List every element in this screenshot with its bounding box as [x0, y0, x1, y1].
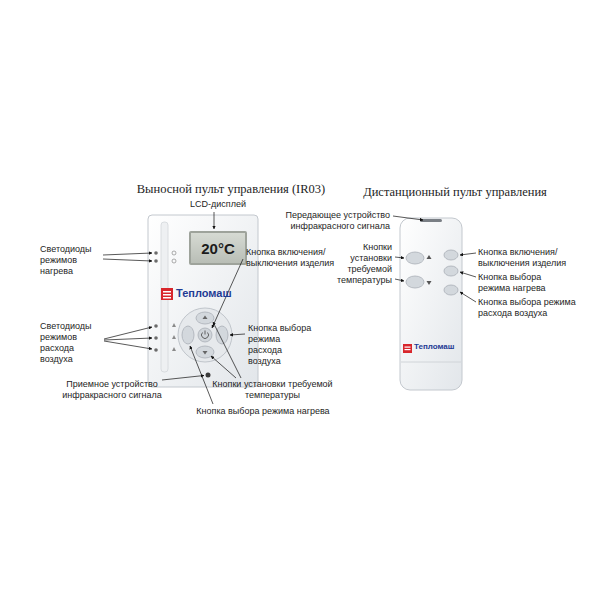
leader-line	[103, 259, 152, 261]
fan-icon	[172, 347, 176, 351]
callout-label: Приемное устройство инфракрасного сигнал…	[62, 379, 162, 401]
leader-line	[103, 253, 152, 255]
callout-label: Кнопка выбора режима расхода воздуха	[248, 323, 312, 367]
leader-line	[104, 327, 152, 339]
housing	[148, 215, 258, 387]
logo-stripe	[163, 294, 171, 296]
led-dot	[154, 348, 158, 352]
leader-line	[395, 257, 404, 258]
lcd-frame	[189, 231, 247, 265]
logo-stripe	[163, 291, 171, 293]
callout-label: Светодиоды режимов нагрева	[40, 244, 102, 277]
leader-line	[230, 334, 245, 335]
up-button	[196, 312, 214, 324]
logo-stripe	[405, 347, 411, 348]
logo-stripe	[405, 349, 411, 350]
leader-line	[211, 356, 236, 378]
housing	[400, 218, 462, 390]
led-dot	[154, 324, 158, 328]
leader-line	[213, 322, 241, 378]
led-dot	[154, 259, 158, 263]
brand-logo: Тепломаш	[414, 343, 454, 352]
temp-up-button	[406, 252, 424, 264]
arrow-up-icon	[427, 255, 432, 259]
logo-square	[403, 344, 412, 353]
remote-body	[400, 218, 462, 390]
leader-line	[104, 338, 152, 340]
lcd-screen	[191, 233, 245, 263]
callout-label: Кнопки установки требуемой температуры	[210, 379, 335, 401]
callout-label: Кнопка выбора режима нагрева	[178, 406, 348, 417]
brand-logo: Тепломаш	[176, 287, 232, 299]
callout-label: Передающее устройство инфракрасного сигн…	[262, 210, 390, 232]
power-symbol	[205, 331, 206, 335]
logo-icon	[403, 344, 412, 353]
remote-control: Дистанционный пульт управленияТепломаш	[400, 218, 462, 390]
leader-line	[190, 346, 213, 404]
wall-controller-body	[148, 215, 258, 387]
callout-label: LCD-дисплей	[190, 199, 254, 210]
callout-label: Кнопка выбора режима расхода воздуха	[478, 297, 576, 319]
lcd-reading: 20°C	[201, 241, 235, 256]
sun-icon	[172, 251, 176, 255]
callout-label: Кнопка выбора режима нагрева	[478, 272, 570, 294]
ir-transmitter	[420, 219, 442, 222]
leader-line	[162, 376, 204, 381]
heat-button	[182, 326, 194, 344]
leader-line	[214, 212, 215, 229]
device-heading: Выносной пульт управления (IR03)	[96, 182, 366, 197]
air-button	[216, 326, 228, 344]
leader-line	[460, 272, 476, 277]
sun-icon	[172, 259, 176, 263]
arrow-down-icon	[203, 351, 208, 355]
leader-line	[104, 341, 152, 349]
arrow-down-icon	[427, 281, 432, 285]
air-button	[444, 285, 458, 295]
wall-controller: Выносной пульт управления (IR03)Тепломаш…	[148, 215, 258, 387]
power-button	[198, 328, 212, 342]
ir-receiver	[206, 373, 211, 378]
led	[154, 251, 176, 352]
callout-label: Светодиоды режимов расхода воздуха	[40, 321, 102, 365]
device-heading: Дистанционный пульт управления	[320, 185, 590, 200]
button-ring	[178, 308, 232, 362]
leader-line	[393, 216, 423, 220]
fan-icon	[172, 323, 176, 327]
cap-seam	[401, 362, 461, 363]
leader-line	[460, 253, 476, 255]
leader-line	[395, 279, 404, 281]
callout-label: Кнопки установки требуемой температуры	[326, 242, 392, 286]
fan-icon	[172, 335, 176, 339]
callout-label: Кнопка включения/ выключения изделия	[246, 247, 338, 269]
callout-label: Кнопка включения/ выключения изделия	[478, 247, 576, 269]
logo-icon	[161, 288, 173, 300]
button-cluster	[178, 308, 232, 362]
led-dot	[154, 336, 158, 340]
led-dot	[154, 251, 158, 255]
power-button	[444, 250, 458, 260]
leader-lines	[103, 212, 476, 404]
logo-square	[161, 288, 173, 300]
logo-stripe	[163, 297, 171, 299]
temp-down-button	[406, 276, 424, 288]
leader-line	[460, 292, 476, 302]
lcd-display: 20°C	[190, 232, 246, 264]
arrow-up-icon	[203, 316, 208, 320]
heat-button	[444, 266, 458, 276]
